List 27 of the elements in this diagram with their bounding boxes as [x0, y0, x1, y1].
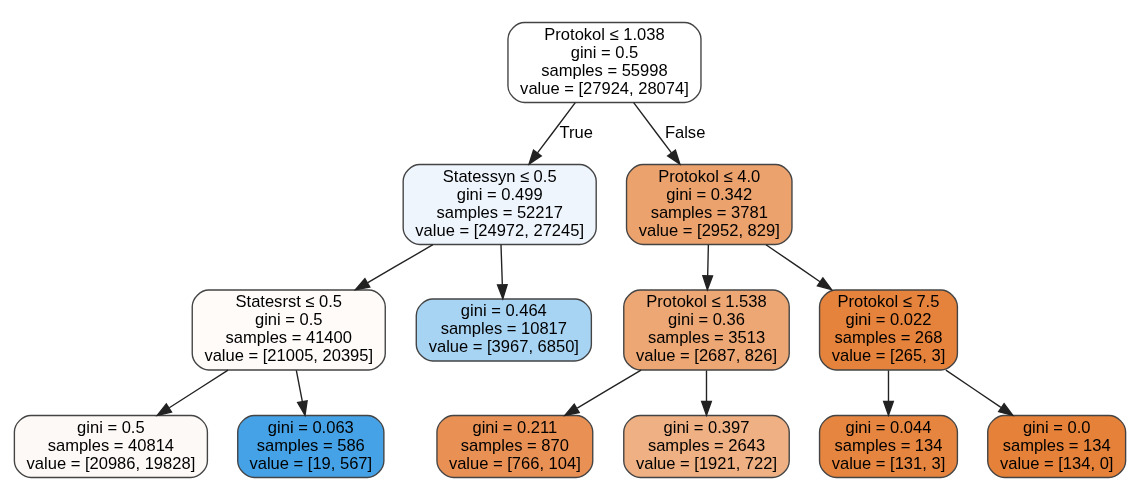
arrow: [155, 369, 229, 417]
node-box: gini = 0.211 samples = 870 value = [766, 104]: [436, 414, 594, 478]
arrow: [527, 101, 576, 166]
arrow: [700, 369, 713, 417]
arrow: [632, 101, 682, 166]
arrow: [945, 369, 1015, 417]
node-box: Protokol ≤ 1.038 gini = 0.5 samples = 55998 value = [27924, 28074]: [507, 21, 702, 103]
node-box: gini = 0.063 samples = 586 value = [19, 567]: [237, 414, 385, 478]
arrow: [353, 243, 434, 291]
arrow: [563, 369, 642, 416]
node-box: gini = 0.464 samples = 10817 value = [3967, 6850]: [415, 297, 593, 362]
edge-label: False: [664, 122, 706, 142]
arrow: [765, 243, 834, 291]
node-box: gini = 0.397 samples = 2643 value = [1921, 722]: [623, 414, 790, 478]
node-box: Statesrst ≤ 0.5 gini = 0.5 samples = 41400 value = [21005, 20395]: [191, 288, 386, 371]
node-box: Protokol ≤ 4.0 gini = 0.342 samples = 3781 value = [2952, 829]: [625, 163, 793, 245]
node-box: gini = 0.0 samples = 134 value = [134, 0]: [987, 414, 1127, 478]
node-box: Statessyn ≤ 0.5 gini = 0.499 samples = 52217 value = [24972, 27245]: [402, 163, 597, 245]
arrow: [496, 243, 509, 301]
arrow: [295, 369, 308, 417]
arrow: [882, 369, 895, 417]
node-box: gini = 0.044 samples = 134 value = [131, 3]: [818, 414, 959, 478]
node-box: Protokol ≤ 1.538 gini = 0.36 samples = 3513 value = [2687, 826]: [623, 288, 790, 371]
node-box: Protokol ≤ 7.5 gini = 0.022 samples = 268 value = [265, 3]: [818, 288, 959, 371]
arrow: [701, 243, 714, 292]
node-box: gini = 0.5 samples = 40814 value = [20986, 19828]: [13, 414, 209, 478]
edge-label: True: [559, 122, 593, 142]
